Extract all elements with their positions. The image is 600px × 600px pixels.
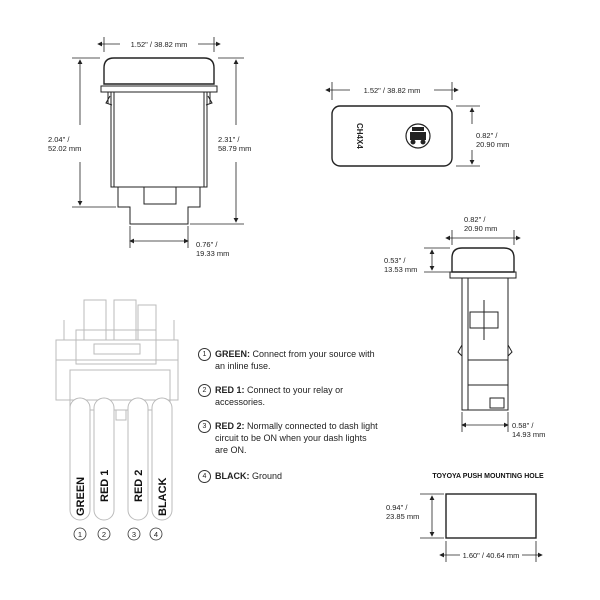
switch-face-view: CH4X4 (331, 105, 453, 167)
connector-body (55, 299, 179, 421)
legend-text: Connect from your source with an inline … (215, 349, 375, 371)
face-dimension-lines (325, 82, 480, 167)
switch-label: CH4X4 (355, 123, 364, 149)
legend-number: 1 (198, 348, 211, 361)
hole-width-label: 1.60" / 40.64 mm (463, 551, 520, 560)
legend-item-4: 4 BLACK: Ground (198, 470, 378, 483)
wire-label-green: GREEN (75, 477, 87, 516)
front-dimension-lines (72, 37, 244, 248)
legend-item-2: 2 RED 1: Connect to your relay or access… (198, 384, 378, 408)
ch4x4-logo (405, 123, 431, 149)
wire-label-red-2: RED 2 (133, 470, 145, 502)
side-dimension-lines (424, 230, 521, 432)
wire-green (69, 397, 91, 521)
wire-number-circles (73, 527, 163, 541)
legend-name: RED 2: (215, 421, 245, 431)
wire-number-2: 2 (102, 530, 106, 539)
wire-label-black: BLACK (157, 477, 169, 516)
legend-text: Ground (252, 471, 283, 481)
legend-item-1: 1 GREEN: Connect from your source with a… (198, 348, 378, 372)
legend-text: Connect to your relay or accessories. (215, 385, 344, 407)
top-width-label: 1.52" / 38.82 mm (131, 40, 188, 49)
mounting-hole (445, 493, 537, 539)
legend-name: BLACK: (215, 471, 250, 481)
wire-number-4: 4 (154, 530, 158, 539)
legend-number: 4 (198, 470, 211, 483)
face-width-label: 1.52" / 38.82 mm (364, 86, 421, 95)
legend-number: 3 (198, 420, 211, 433)
wire-red-1 (93, 397, 115, 521)
legend-number: 2 (198, 384, 211, 397)
mounting-hole-title: TOYOYA PUSH MOUNTING HOLE (432, 473, 544, 480)
overall-height-label: 2.31" /58.79 mm (218, 135, 251, 153)
wire-bundle (69, 397, 173, 521)
switch-front-view (100, 57, 218, 225)
side-depth-label: 0.58" /14.93 mm (512, 421, 545, 439)
hole-dimension-lines (420, 493, 543, 562)
legend-name: RED 1: (215, 385, 245, 395)
legend-name: GREEN: (215, 349, 251, 359)
legend-item-3: 3 RED 2: Normally connected to dash ligh… (198, 420, 378, 456)
wire-label-red-1: RED 1 (99, 470, 111, 502)
wire-red-2 (127, 397, 149, 521)
body-height-label: 2.04" /52.02 mm (48, 135, 81, 153)
switch-side-view (449, 247, 517, 411)
wire-number-1: 1 (78, 530, 82, 539)
hole-height-label: 0.94" /23.85 mm (386, 503, 419, 521)
face-height-label: 0.82" /20.90 mm (476, 131, 509, 149)
side-width-label: 0.82" /20.90 mm (464, 215, 497, 233)
wire-black (151, 397, 173, 521)
cap-height-label: 0.53" /13.53 mm (384, 256, 417, 274)
legend-text: Normally connected to dash light circuit… (215, 421, 378, 455)
wire-number-3: 3 (132, 530, 136, 539)
bottom-width-label: 0.76" /19.33 mm (196, 240, 229, 258)
